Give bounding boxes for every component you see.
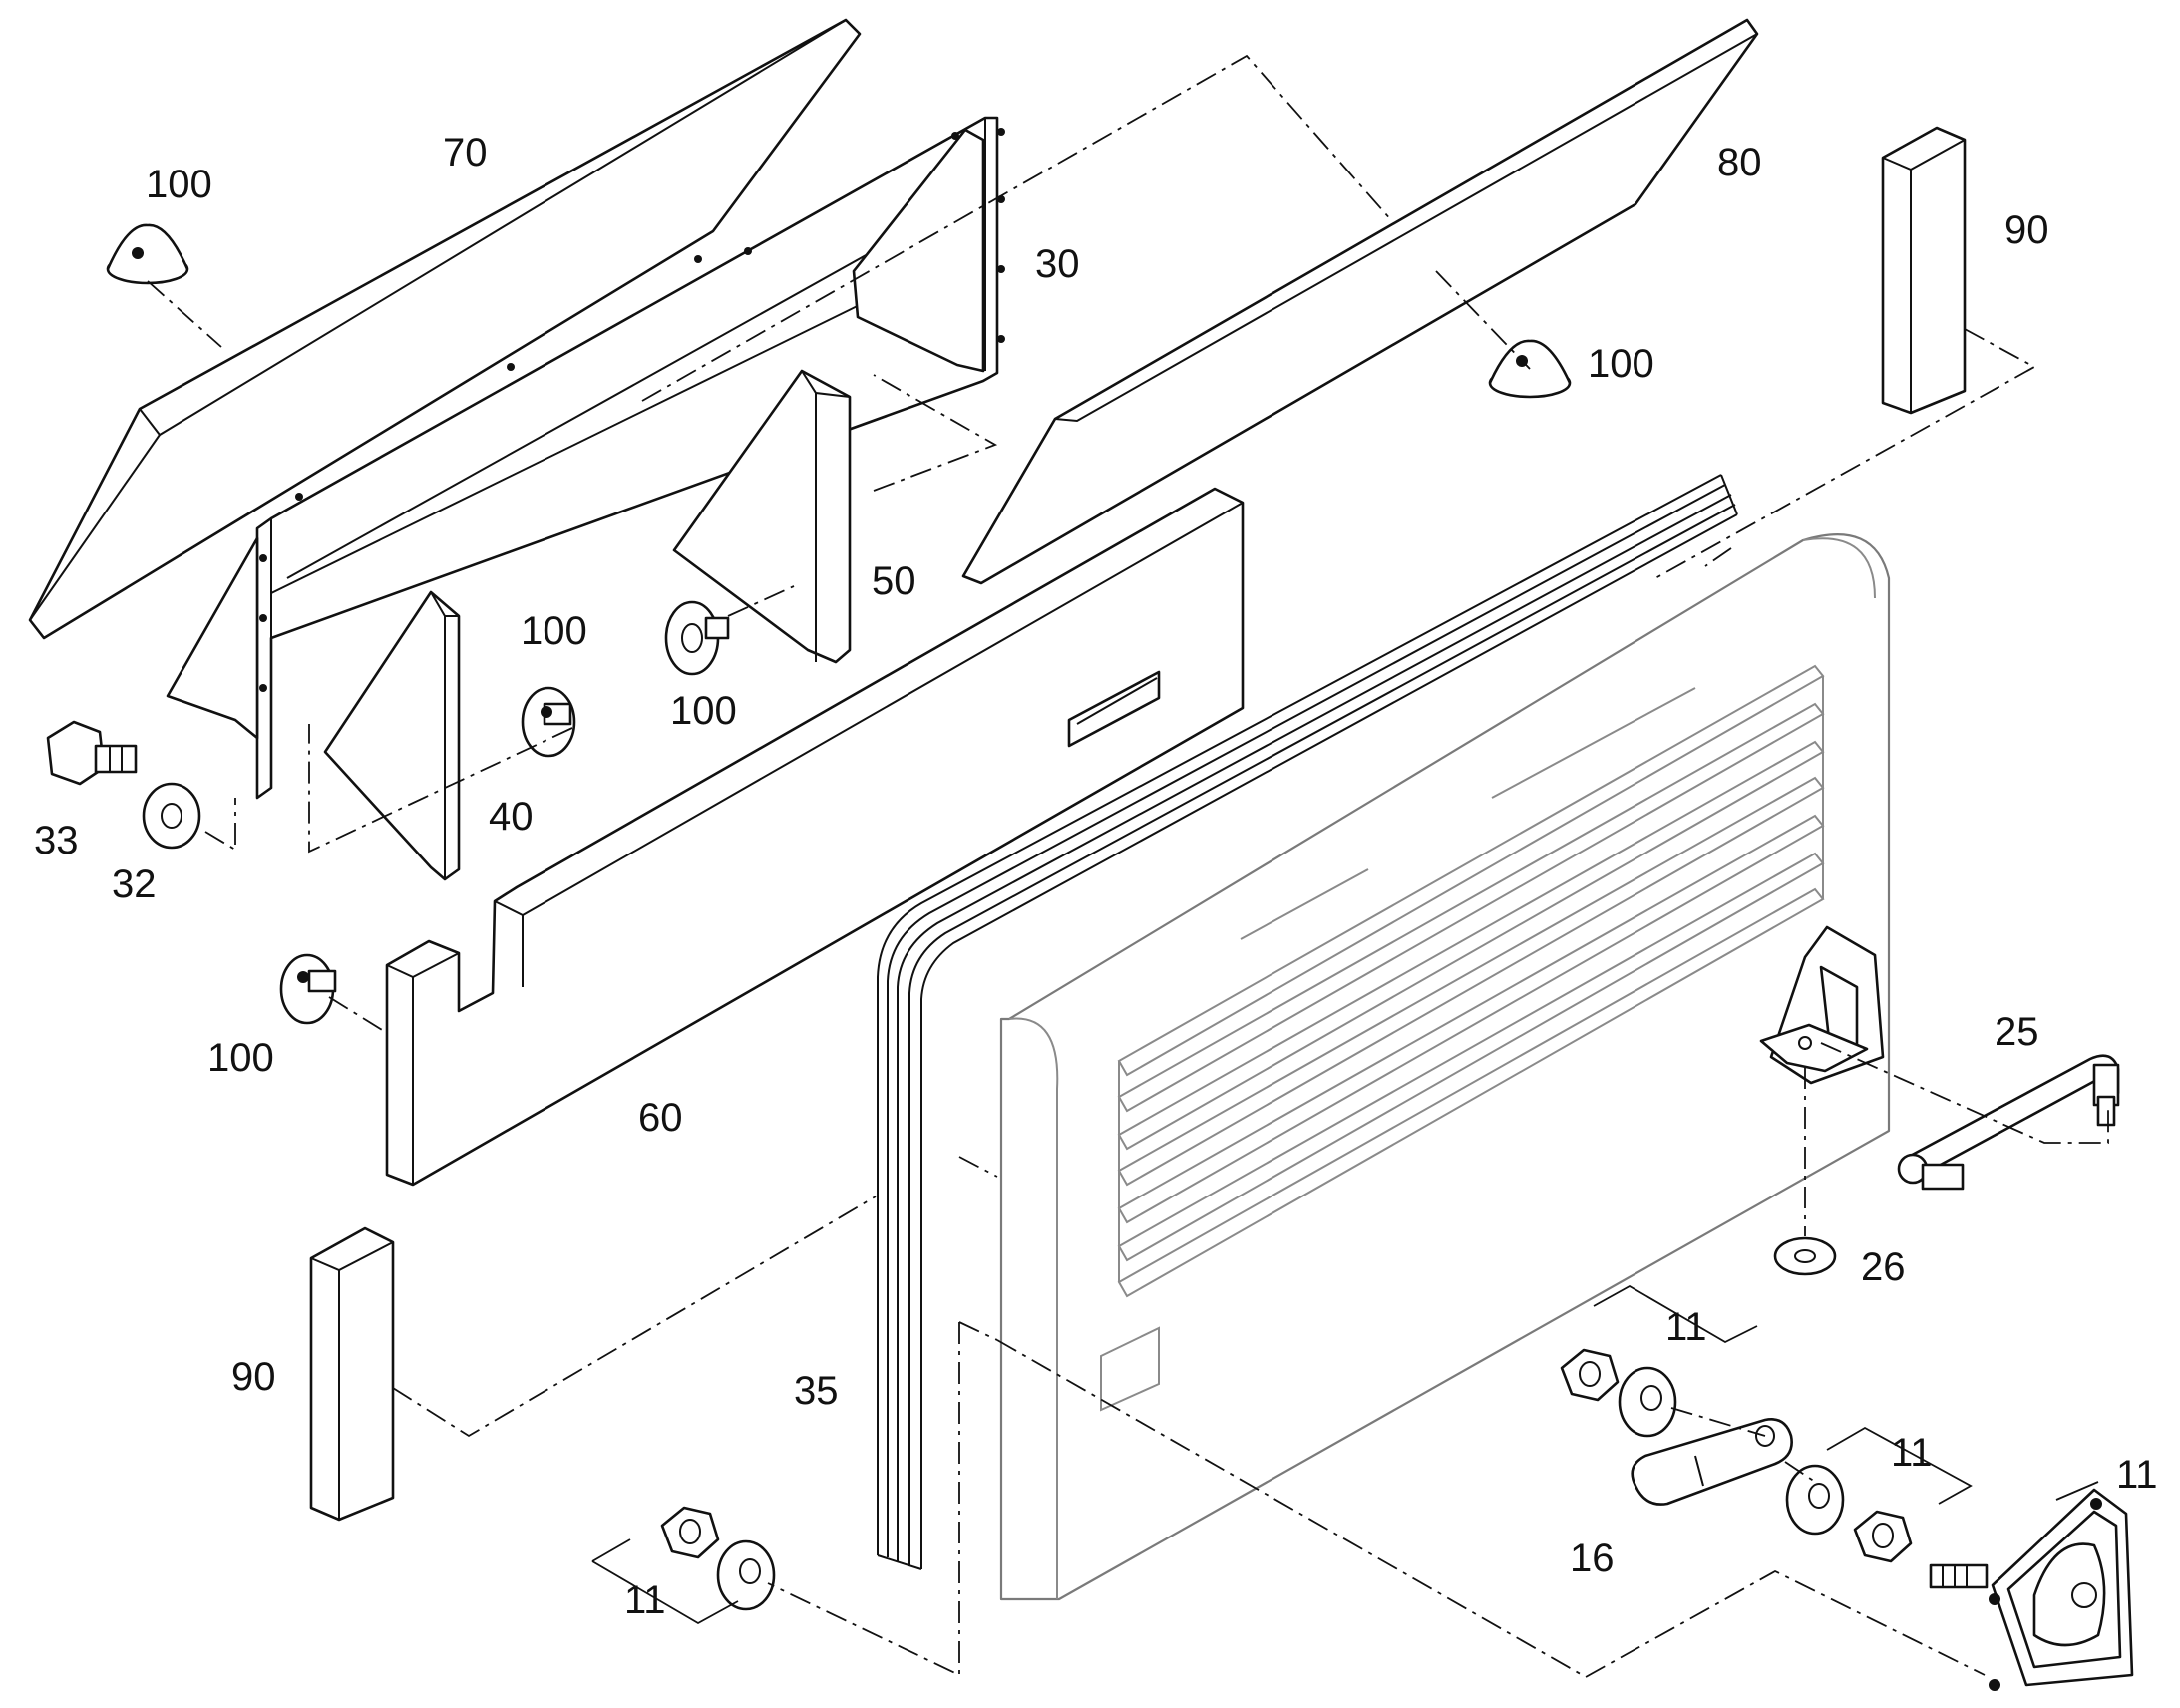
callout-100: 100 [670,689,737,733]
callout-11: 11 [1665,1305,1707,1349]
part-50-wedge [672,369,852,664]
part-90-block-upper [1881,126,1967,415]
part-16-latch [1631,1418,1793,1506]
callout-100: 100 [146,163,212,206]
callout-50: 50 [872,559,916,603]
callout-100: 100 [521,609,587,653]
callout-labels: 70 100 30 80 90 100 50 100 100 33 32 40 … [34,131,2158,1622]
callout-25: 25 [1995,1010,2039,1054]
part-80-right-cover [961,18,1759,585]
vent-louvres [1117,664,1825,1298]
callout-11: 11 [624,1578,666,1622]
part-11-nut-right [1853,1510,1913,1563]
part-11-washer-right [1785,1464,1845,1536]
callout-11: 11 [1891,1431,1933,1475]
part-70-top-cover [28,18,862,640]
part-90-block-lower [309,1226,395,1522]
part-60-board [385,487,1245,1187]
part-25-handle-rod [1897,1054,2120,1191]
part-100-clip-b [1488,339,1572,399]
callout-90: 90 [2004,208,2049,252]
part-33-bolt [46,720,138,786]
callout-100: 100 [1588,342,1654,386]
part-100-clip-a [106,223,189,285]
part-11-nut-mid [1560,1348,1620,1402]
part-40-wedge [323,590,461,881]
callout-40: 40 [489,795,534,839]
callout-26: 26 [1861,1245,1906,1289]
callout-11: 11 [2116,1453,2158,1497]
part-11-washer-left [716,1539,776,1611]
callout-80: 80 [1717,141,1762,184]
callout-32: 32 [112,862,157,906]
part-11-nut-left [660,1506,720,1559]
part-100-clip-c [664,600,730,676]
callout-70: 70 [443,131,488,174]
lock-assembly [1929,1488,2134,1691]
callout-90: 90 [231,1355,276,1399]
part-26-grommet [1773,1236,1837,1276]
callout-100: 100 [207,1036,274,1080]
leader-lines [147,54,2109,1679]
part-11-washer-mid [1618,1366,1677,1438]
part-30-frame [166,116,1005,800]
callout-60: 60 [638,1096,683,1140]
part-100-clip-e [279,953,337,1025]
callout-brackets [591,1284,2099,1625]
part-32-washer [142,782,201,850]
lock-bracket [1759,925,1885,1085]
callout-35: 35 [794,1369,839,1413]
part-100-clip-d [521,686,576,758]
part-35-gasket [877,474,1738,1570]
callout-30: 30 [1035,242,1080,286]
callout-16: 16 [1570,1537,1615,1580]
door-panel [999,533,1891,1601]
callout-33: 33 [34,819,79,862]
